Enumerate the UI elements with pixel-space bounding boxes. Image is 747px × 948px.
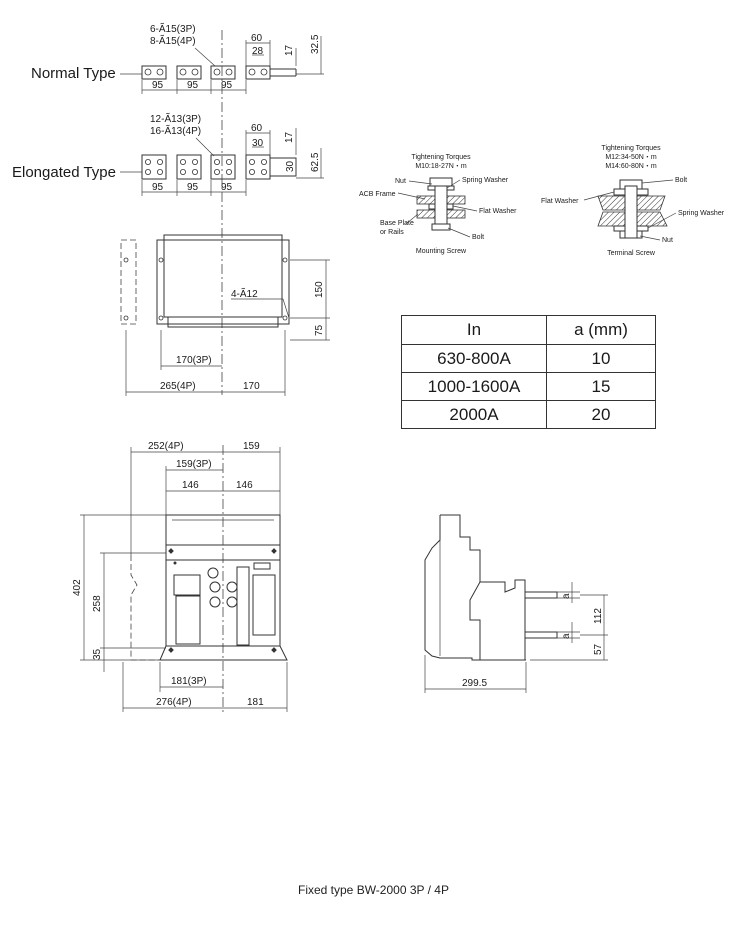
front-dim-146-left: 146 <box>182 480 199 491</box>
base-view: 4-Ã12 150 75 170(3P) 265(4P) 170 <box>120 234 330 396</box>
elongated-dim-30v: 30 <box>285 160 296 172</box>
terminal-bolt-label: Bolt <box>675 177 687 184</box>
elongated-pitch-2: 95 <box>187 182 199 193</box>
elongated-holes-4p-label: 16-Ã13(4P) <box>150 124 201 137</box>
mounting-base-plate-label: Base Plate <box>380 220 414 227</box>
mounting-torque-value: M10:18-27N・m <box>415 163 467 170</box>
mounting-bolt-label: Bolt <box>472 234 484 241</box>
terminal-screw-title: Terminal Screw <box>607 250 656 257</box>
table-header-in: In <box>401 315 547 345</box>
terminal-torque-m12: M12:34-50N・m <box>605 154 657 161</box>
side-view: a a 112 57 299.5 <box>424 514 608 693</box>
front-top-cover <box>165 514 281 561</box>
base-holes-label: 4-Ã12 <box>231 287 258 300</box>
normal-pitch-3: 95 <box>221 80 233 91</box>
table-header-row: In a (mm) <box>401 315 656 345</box>
front-dim-159-3p: 159(3P) <box>176 459 212 470</box>
normal-holes-3p-label: 6-Ã15(3P) <box>150 22 196 35</box>
table-cell-in: 630-800A <box>401 344 547 373</box>
front-dim-258: 258 <box>92 595 103 612</box>
terminal-torque-m14: M14:60-80N・m <box>605 163 657 170</box>
elongated-pitch-1: 95 <box>152 182 164 193</box>
front-dim-181: 181 <box>247 697 264 708</box>
normal-dim-60: 60 <box>251 33 263 44</box>
base-dim-265-4p: 265(4P) <box>160 381 196 392</box>
elongated-dim-60: 60 <box>251 123 263 134</box>
mounting-screw-detail: Tightening Torques M10:18-27N・m Nut ACB … <box>359 154 517 255</box>
terminal-nut-label: Nut <box>662 237 673 244</box>
table-row: 1000-1600A 15 <box>401 372 656 401</box>
base-dim-170: 170 <box>243 381 260 392</box>
table-cell-in: 1000-1600A <box>401 372 547 401</box>
normal-terminal-bars <box>141 65 297 80</box>
figure-caption: Fixed type BW-2000 3P / 4P <box>298 883 449 897</box>
normal-pitch-1: 95 <box>152 80 164 91</box>
elongated-type-view: Elongated Type 12-Ã13(3P) 16-Ã13(4P) 95 … <box>12 112 324 196</box>
table-cell-a: 20 <box>546 400 656 429</box>
front-dim-146-right: 146 <box>236 480 253 491</box>
normal-terminal-holes <box>144 68 268 76</box>
normal-holes-4p-label: 8-Ã15(4P) <box>150 34 196 47</box>
contact-offset-table: In a (mm) 630-800A 10 1000-1600A 15 2000… <box>401 315 656 429</box>
front-body <box>165 544 281 647</box>
front-dim-159: 159 <box>243 441 260 452</box>
side-dim-299-5: 299.5 <box>462 678 487 689</box>
mounting-flat-washer-label: Flat Washer <box>479 208 517 215</box>
base-dim-75: 75 <box>314 324 325 336</box>
table-cell-a: 15 <box>546 372 656 401</box>
normal-type-view: Normal Type 6-Ã15(3P) 8-Ã15(4P) 95 95 <box>31 22 324 94</box>
terminal-torque-title: Tightening Torques <box>601 145 661 152</box>
mounting-nut-label: Nut <box>395 178 406 185</box>
table-row: 2000A 20 <box>401 400 656 429</box>
elongated-type-label: Elongated Type <box>12 164 116 181</box>
side-dim-a-lower: a <box>561 633 572 639</box>
normal-dim-32-5: 32.5 <box>310 34 321 54</box>
elongated-terminal-holes <box>144 158 267 175</box>
normal-pitch-2: 95 <box>187 80 199 91</box>
front-dim-252-4p: 252(4P) <box>148 441 184 452</box>
terminal-flat-washer-label: Flat Washer <box>541 198 579 205</box>
mounting-acb-frame-label: ACB Frame <box>359 191 396 198</box>
terminal-spring-washer-label: Spring Washer <box>678 210 725 217</box>
front-dim-35: 35 <box>92 648 103 660</box>
mounting-torque-title: Tightening Torques <box>411 154 471 161</box>
base-4p-outline <box>120 239 137 325</box>
elongated-dim-17: 17 <box>284 131 295 143</box>
elongated-dim-30: 30 <box>252 138 264 149</box>
base-dim-150: 150 <box>314 281 325 298</box>
base-dim-170-3p: 170(3P) <box>176 355 212 366</box>
table-cell-a: 10 <box>546 344 656 373</box>
normal-dim-28: 28 <box>252 46 264 57</box>
terminal-screw-detail: Tightening Torques M12:34-50N・m M14:60-8… <box>541 145 725 257</box>
front-display-window <box>173 574 201 596</box>
mounting-or-rails-label: or Rails <box>380 229 404 236</box>
table-cell-in: 2000A <box>401 400 547 429</box>
mounting-spring-washer-label: Spring Washer <box>462 177 509 184</box>
front-dim-276-4p: 276(4P) <box>156 697 192 708</box>
elongated-holes-3p-label: 12-Ã13(3P) <box>150 112 201 125</box>
side-dim-112: 112 <box>593 608 604 624</box>
elongated-dim-62-5: 62.5 <box>310 152 321 172</box>
elongated-pitch-3: 95 <box>221 182 233 193</box>
front-dim-402: 402 <box>72 579 83 596</box>
front-view: 252(4P) 159 159(3P) 146 146 402 <box>72 441 288 712</box>
side-dim-a-upper: a <box>561 593 572 599</box>
table-row: 630-800A 10 <box>401 344 656 373</box>
front-dim-181-3p: 181(3P) <box>171 676 207 687</box>
mounting-screw-title: Mounting Screw <box>416 248 467 255</box>
table-header-a: a (mm) <box>546 315 656 345</box>
elongated-terminal-bars <box>141 154 297 180</box>
normal-dim-17: 17 <box>284 44 295 56</box>
side-dim-57: 57 <box>593 643 604 655</box>
normal-type-label: Normal Type <box>31 65 116 82</box>
